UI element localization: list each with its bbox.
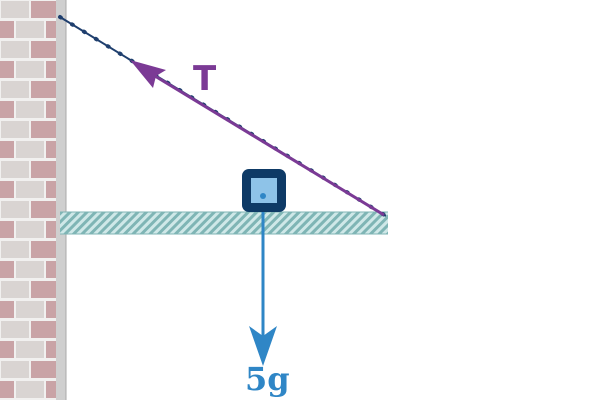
load-box xyxy=(242,169,286,212)
tension-arrowhead xyxy=(130,60,166,88)
tension-label: T xyxy=(193,59,217,99)
weight-label: 5g xyxy=(245,360,290,398)
horizontal-beam xyxy=(60,211,388,235)
tension-arrow xyxy=(130,60,385,217)
weight-arrowhead xyxy=(249,326,277,366)
brick-wall xyxy=(0,0,67,400)
weight-arrow xyxy=(249,196,277,366)
